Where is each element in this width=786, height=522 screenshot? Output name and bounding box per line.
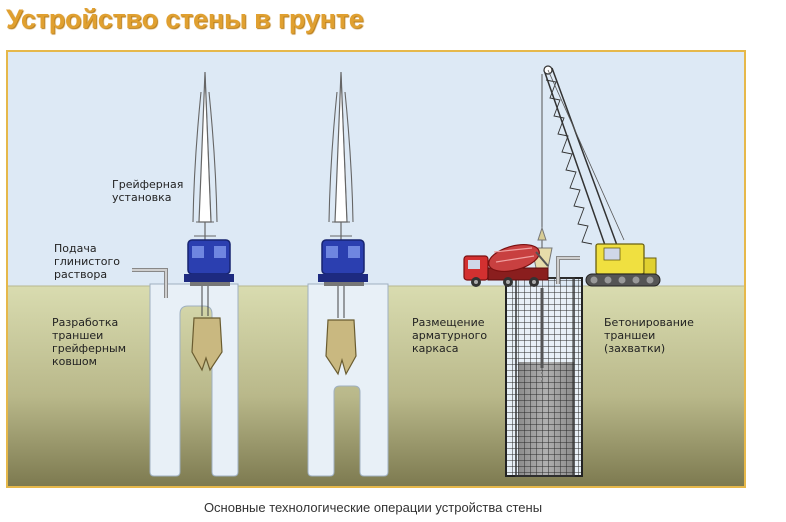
crawler-crane	[543, 65, 661, 287]
grab-rig-1	[184, 71, 234, 372]
grab-rig-2	[318, 71, 368, 376]
page-title: Устройство стены в грунте	[6, 4, 364, 34]
reinforcement-cage	[505, 277, 583, 477]
concrete-mixer-truck	[463, 243, 549, 287]
diagram-canvas	[8, 52, 744, 486]
trench-3	[505, 277, 583, 477]
figure-caption: Основные технологические операции устрой…	[203, 500, 543, 515]
